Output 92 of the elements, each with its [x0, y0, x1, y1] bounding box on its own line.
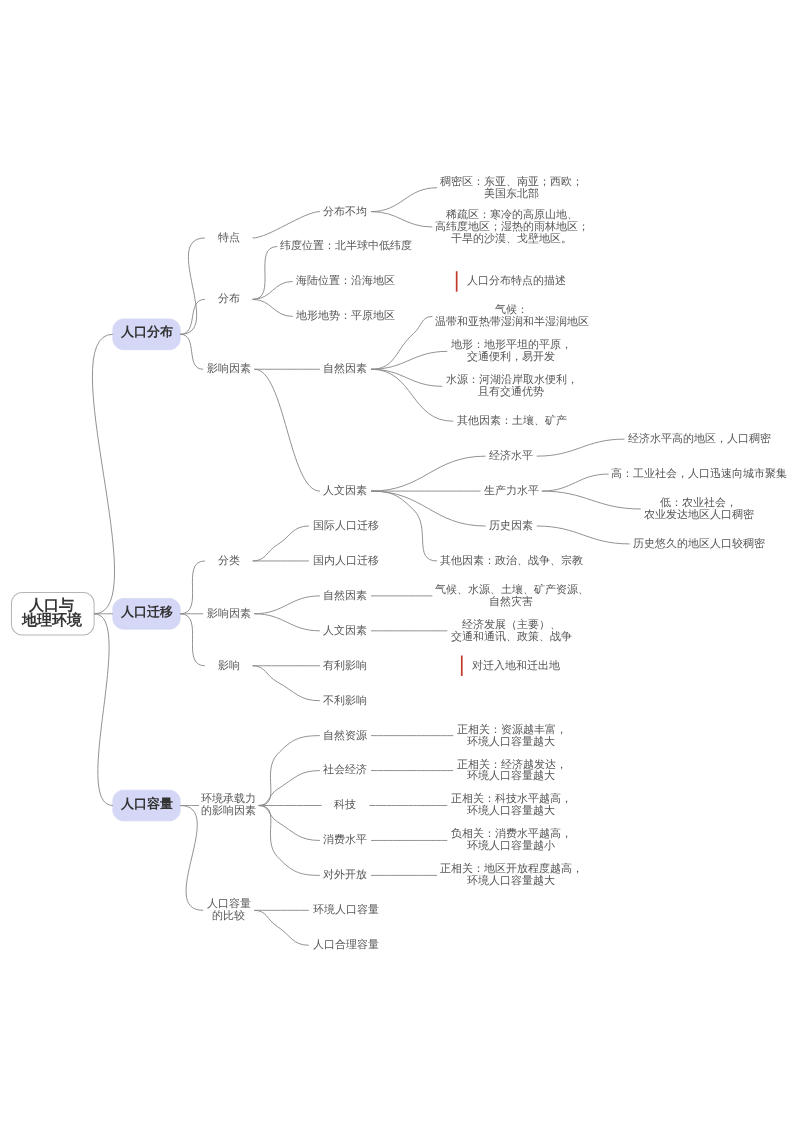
node-text: 正相关：资源越丰富，环境人口容量越大 — [456, 722, 567, 747]
connector — [370, 594, 433, 596]
node-text: 水源：河湖沿岸取水便利，且有交通优势 — [445, 372, 578, 398]
connector — [91, 333, 115, 614]
connector — [252, 210, 321, 238]
node-text: 生产力水平 — [483, 483, 539, 497]
node-text: 经济水平高的地区，人口稠密 — [627, 431, 771, 445]
node-text: 负相关：消费水平越高，环境人口容量越小 — [451, 826, 573, 852]
connector — [179, 804, 204, 911]
node-text: 其他因素：政治、战争、宗教 — [440, 553, 584, 567]
node-text: 有利影响 — [323, 658, 368, 672]
node-text: 正相关：经济越发达，环境人口容量越大 — [456, 757, 567, 782]
node-text: 正相关：科技水平越高，环境人口容量越大 — [451, 791, 573, 817]
connector — [179, 333, 204, 370]
connector — [370, 210, 433, 227]
node-text: 历史因素 — [489, 518, 534, 532]
connector — [252, 664, 321, 701]
connector — [370, 490, 438, 561]
node-text: 科技 — [334, 797, 357, 811]
node-text: 对外开放 — [323, 867, 368, 881]
node-text: 社会经济 — [323, 762, 368, 776]
connector — [370, 350, 448, 370]
connector — [370, 769, 454, 771]
connector — [258, 804, 321, 841]
node-text: 影响 — [217, 658, 240, 672]
node-text: 环境承载力的影响因素 — [201, 791, 257, 817]
node-text: 地形：地形平坦的平原，交通便利，易开发 — [451, 337, 573, 363]
node-box: 人口分布 — [112, 318, 181, 350]
node-text: 分类 — [217, 553, 240, 567]
node-text: 人文因素 — [323, 483, 368, 497]
node-text: 历史悠久的地区人口较稠密 — [633, 536, 766, 550]
node-text: 纬度位置：北半球中低纬度 — [279, 238, 412, 252]
connector — [253, 368, 321, 492]
connector — [368, 804, 448, 806]
connector — [370, 490, 481, 492]
connector — [252, 280, 294, 300]
connector — [541, 473, 610, 492]
connector — [370, 368, 454, 422]
node-text: 气候、水源、土壤、矿产资源、自然灾害 — [434, 582, 589, 608]
node-text: 正相关：地区开放程度越高，环境人口容量越大 — [440, 861, 584, 887]
connector — [536, 438, 625, 457]
node-box: 人口迁移 — [112, 597, 181, 630]
connector — [253, 612, 321, 631]
node-box: 人口与地理环境 — [10, 591, 95, 636]
connector — [252, 525, 310, 561]
connector — [370, 874, 438, 876]
connector — [253, 909, 310, 946]
node-text: 其他因素：土壤、矿产 — [456, 413, 567, 427]
node-text: 人口合理容量 — [312, 937, 379, 951]
connector — [541, 490, 642, 509]
node-text: 环境人口容量 — [312, 902, 379, 916]
node-text: 影响因素 — [206, 361, 251, 375]
node-text: 经济发展（主要）、交通和通讯、政策、战争 — [451, 617, 573, 643]
node-text: 国内人口迁移 — [312, 553, 379, 567]
node-text: 人文因素 — [323, 623, 368, 637]
connector — [258, 734, 321, 806]
node-text: 地形地势：平原地区 — [296, 308, 396, 322]
node-text: 稠密区：东亚、南亚；西欧；美国东北部 — [440, 174, 584, 200]
node-text: 自然因素 — [323, 588, 368, 602]
node-text: 经济水平 — [489, 448, 534, 462]
node-text: 人口容量的比较 — [206, 896, 251, 922]
node-text: 分布不均 — [323, 204, 368, 217]
connector — [370, 629, 448, 631]
node-text: 国际人口迁移 — [312, 518, 379, 532]
connector — [252, 560, 310, 561]
connector — [258, 769, 321, 806]
node-text: 气候：温带和亚热带湿润和半湿润地区 — [434, 302, 589, 328]
connector — [93, 612, 114, 806]
connector — [370, 734, 454, 736]
connector — [536, 525, 631, 544]
node-text: 低：农业社会，农业发达地区人口稠密 — [644, 495, 755, 521]
node-text: 稀疏区：寒冷的高原山地、高纬度地区；湿热的雨林地区；干旱的沙漠、戈壁地区。 — [434, 207, 589, 245]
node-box: 人口容量 — [112, 789, 181, 821]
node-text: 特点 — [217, 230, 240, 244]
node-text: 消费水平 — [323, 832, 368, 846]
node-text: 海陆位置：沿海地区 — [296, 273, 396, 287]
connector — [370, 455, 487, 492]
node-text: 不利影响 — [323, 693, 368, 707]
node-text: 自然资源 — [323, 728, 368, 742]
node-text: 高：工业社会，人口迅速向城市聚集 — [611, 466, 788, 480]
label: 人口分布特点的描述 — [466, 273, 566, 287]
connector — [370, 490, 487, 526]
connector — [179, 612, 206, 666]
connector — [179, 237, 206, 335]
connector — [179, 298, 206, 335]
node-text: 分布 — [217, 291, 240, 305]
node-text: 影响因素 — [206, 606, 251, 620]
node-text: 自然因素 — [323, 361, 368, 375]
connector — [258, 804, 321, 876]
label: 对迁入地和迁出地 — [472, 658, 560, 672]
connector — [252, 298, 294, 317]
connector — [370, 839, 448, 841]
